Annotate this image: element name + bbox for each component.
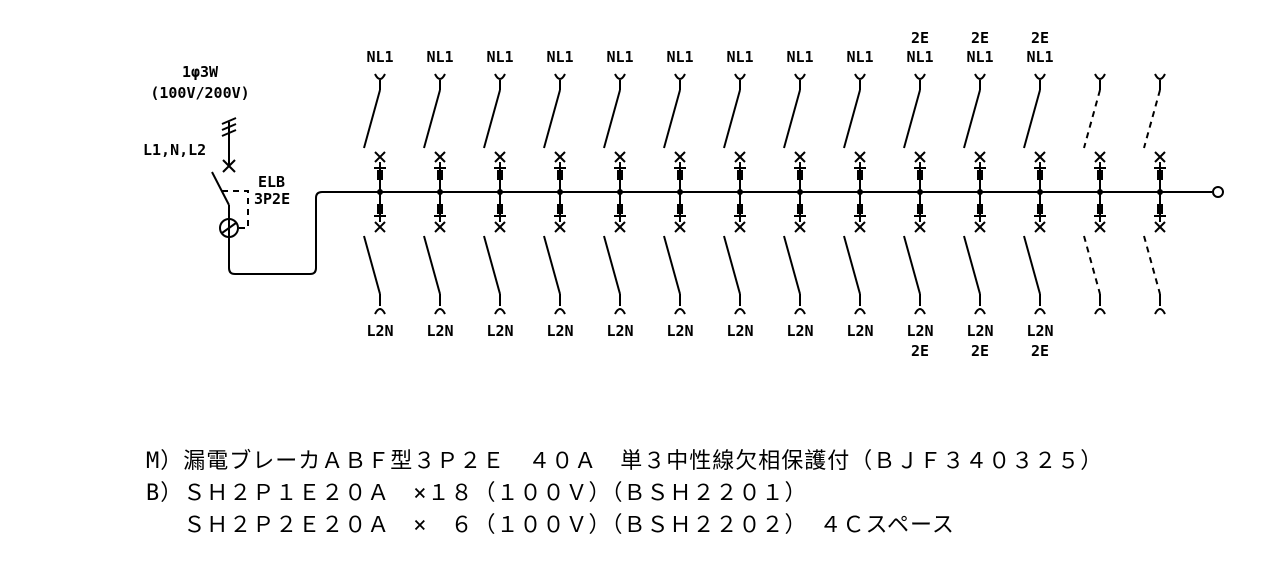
spec-line-branch-2: ＳＨ２Ｐ２Ｅ２０Ａ × ６（１００Ｖ）（ＢＳＨ２２０２） ４Ｃスペース [146,513,955,538]
branch-breaker [1143,73,1166,315]
branch-bottom-label: L2N [786,322,813,340]
branch-top-label: NL1 [906,48,933,66]
spec-line-branch-1: B）ＳＨ２Ｐ１Ｅ２０Ａ ×１８（１００Ｖ）（ＢＳＨ２２０１） [146,481,808,506]
main-breaker-type-label: ELB [258,173,285,191]
branch-bottom-extra-label: 2E [1031,342,1049,360]
branch-top-extra-label: 2E [971,29,989,47]
branch-top-label: NL1 [366,48,393,66]
branch-top-extra-label: 2E [1031,29,1049,47]
branch-bottom-label: L2N [486,322,513,340]
branch-breaker [1083,73,1106,315]
bus-terminal [1212,186,1224,198]
branch-top-label: NL1 [1026,48,1053,66]
main-breaker-symbol [211,171,323,275]
branch-bottom-extra-label: 2E [971,342,989,360]
branch-bottom-label: L2N [726,322,753,340]
branch-top-extra-label: 2E [911,29,929,47]
phase-label: L1,N,L2 [143,141,206,159]
branch-top-label: NL1 [666,48,693,66]
branch-bottom-extra-label: 2E [911,342,929,360]
branch-bottom-label: L2N [606,322,633,340]
branch-bottom-label: L2N [666,322,693,340]
branch-top-label: NL1 [726,48,753,66]
branch-top-label: NL1 [786,48,813,66]
spec-line-main: M）漏電ブレーカＡＢＦ型３Ｐ２Ｅ ４０Ａ 単３中性線欠相保護付（ＢＪＦ３４０３２… [146,449,1103,474]
branch-top-label: NL1 [846,48,873,66]
branch-bottom-label: L2N [906,322,933,340]
branch-bottom-label: L2N [546,322,573,340]
supply-voltage-label: (100V/200V) [150,84,249,102]
branch-bottom-label: L2N [426,322,453,340]
branch-top-label: NL1 [966,48,993,66]
branch-bottom-label: L2N [846,322,873,340]
branch-bottom-label: L2N [1026,322,1053,340]
branch-bottom-label: L2N [366,322,393,340]
branch-top-label: NL1 [546,48,573,66]
branch-breakers: NL1L2NNL1L2NNL1L2NNL1L2NNL1L2NNL1L2NNL1L… [363,29,1166,360]
branch-bottom-label: L2N [966,322,993,340]
branch-top-label: NL1 [486,48,513,66]
branch-top-label: NL1 [426,48,453,66]
incoming-feeder [221,117,237,173]
supply-type-label: 1φ3W [182,63,219,81]
main-breaker-poles-label: 3P2E [254,190,290,208]
branch-top-label: NL1 [606,48,633,66]
